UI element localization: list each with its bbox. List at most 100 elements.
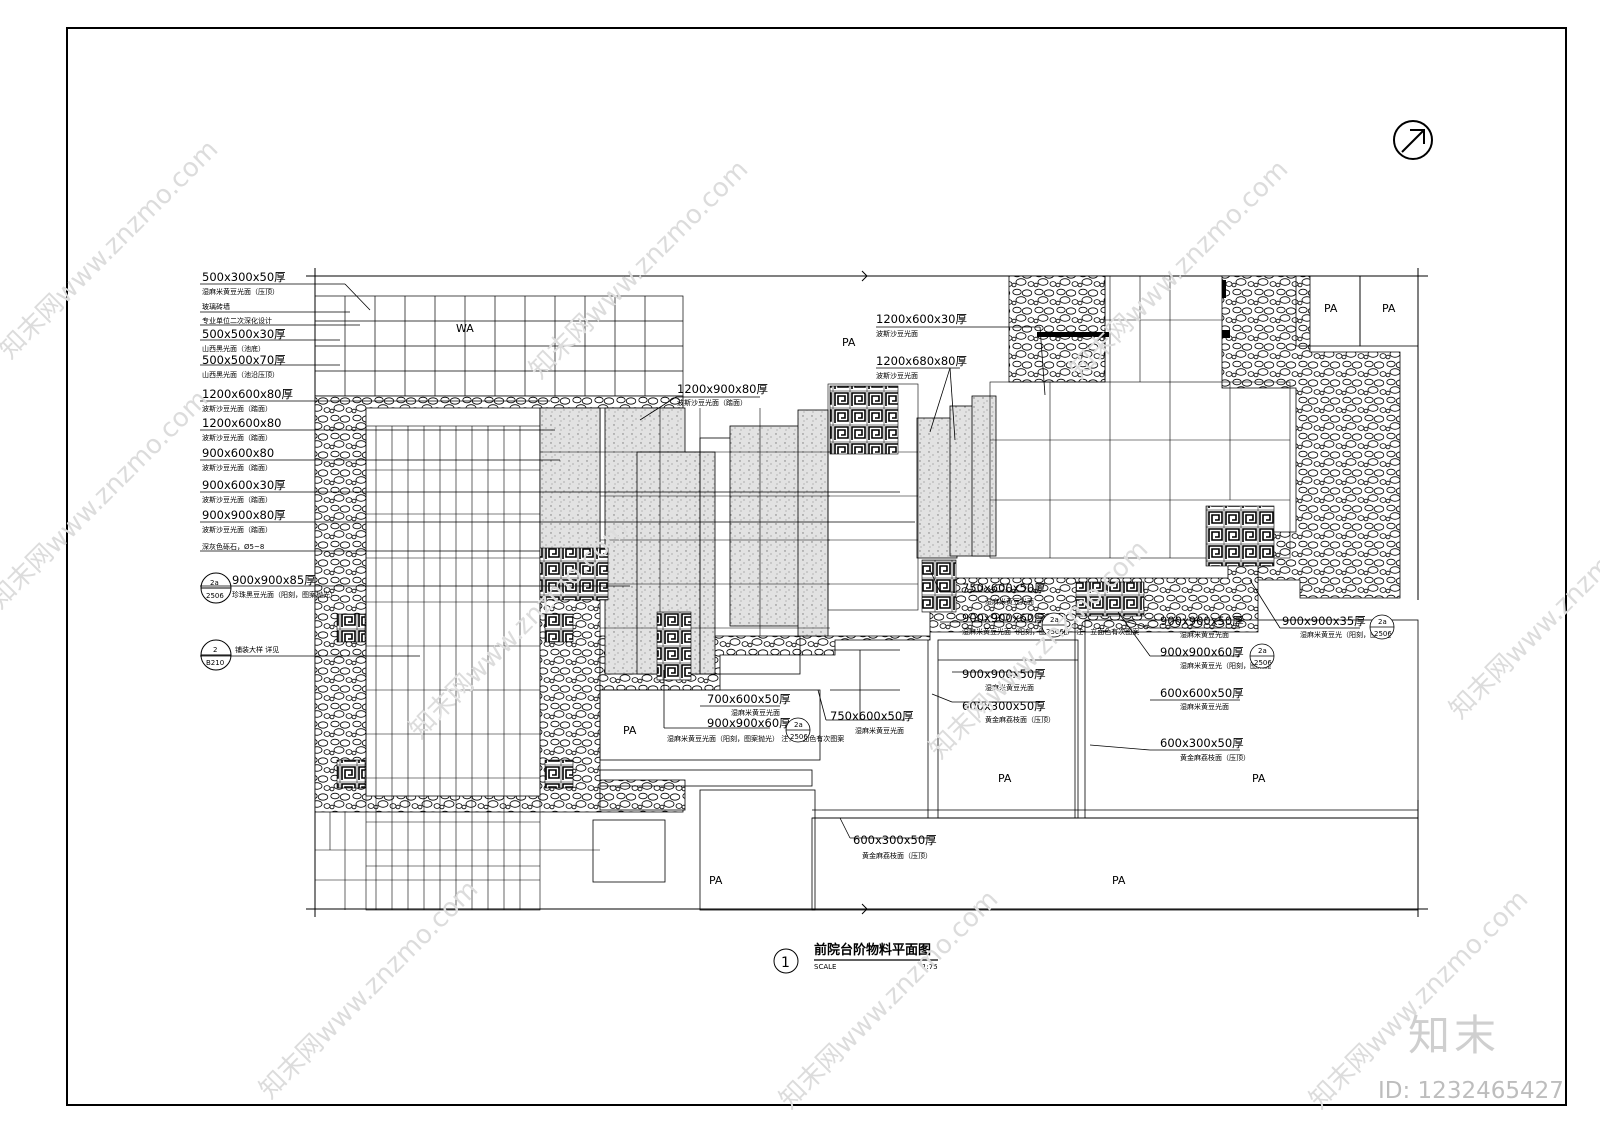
ref-note: 铺装大样 详见 <box>235 645 279 654</box>
callout-ref-text: 2a 2506 2a 2506 2a 2506 2a 2506 <box>790 616 1392 741</box>
label-main: 1200x600x80 <box>202 416 281 430</box>
callout-main: 600x600x50厚 <box>1160 686 1244 700</box>
brand-watermark: 知末 <box>1408 1011 1501 1060</box>
label-main: 1200x600x80厚 <box>202 387 293 401</box>
pa-label: PA <box>998 772 1012 785</box>
callout-main: 1200x900x80厚 <box>677 382 768 396</box>
ref-top: 2a <box>1378 618 1387 626</box>
pa-label: PA <box>1252 772 1266 785</box>
callout-sub: 湿麻米黄豆光面 <box>1180 702 1229 711</box>
watermark-text: 知末网www.znzmo.com <box>1444 494 1600 725</box>
label-sub: 湿麻米黄豆光面（压顶） <box>202 287 279 296</box>
steel-edges <box>1037 280 1230 338</box>
callout-sub: 湿麻米黄豆光面 <box>855 726 904 735</box>
drawing-title: 前院台阶物料平面图 <box>814 942 931 958</box>
callout-sub: 湿麻米黄豆光面 <box>985 597 1034 606</box>
ref-top: 2a <box>1050 616 1059 624</box>
drawing-title-block: 1 前院台阶物料平面图 SCALE 1:75 <box>773 942 938 974</box>
watermark-text: 知末网www.znzmo.com <box>0 384 214 615</box>
pa-label: PA <box>1382 302 1396 315</box>
label-main: 900x900x85厚 <box>232 573 316 587</box>
label-sub: 深灰色砾石，Ø5~8 <box>202 542 264 551</box>
detail-ref-b210: 2 B210 铺装大样 详见 <box>200 639 279 671</box>
pa-label: PA <box>1112 874 1126 887</box>
north-arrow-icon <box>1393 120 1433 160</box>
callout-main: 900x900x35厚 <box>1282 614 1366 628</box>
watermark-text: 知末网www.znzmo.com <box>524 154 755 385</box>
pa-labels: PA PA PA PA PA PA PA PA <box>623 302 1396 887</box>
label-main: 500x500x30厚 <box>202 327 286 341</box>
callout-ref-bubbles <box>785 612 1395 743</box>
callout-sub: 湿麻米黄豆光（阳刻，图案抛 <box>1180 661 1271 670</box>
ref-top: 2a <box>210 579 219 587</box>
label-sub: 波斯沙豆光面（踏面） <box>202 525 272 534</box>
label-sub: 山西黑光面（池沿压顶） <box>202 370 279 379</box>
callout-sub: 湿麻米黄豆光面 <box>1180 630 1229 639</box>
left-label-text: 500x300x50厚 湿麻米黄豆光面（压顶） 玻璃砖墙 专业单位二次深化设计 … <box>202 270 337 599</box>
ref-top: 2a <box>1258 647 1267 655</box>
watermark-text: 知末网www.znzmo.com <box>0 134 224 365</box>
callout-sub: 湿麻米黄豆光（阳刻，图案抛 <box>1300 630 1391 639</box>
detail-ref-2a: 2a 2506 <box>200 572 232 604</box>
ref-bottom: 2506 <box>790 733 808 741</box>
ref-bottom: 2506 <box>1254 659 1272 667</box>
label-sub: 波斯沙豆光面（踏面） <box>202 404 272 413</box>
callout-sub: 黄金麻荔枝面（压顶） <box>862 851 932 860</box>
callout-main: 900x900x50厚 <box>1160 614 1244 628</box>
scale-value: 1:75 <box>922 963 938 971</box>
pa-label: PA <box>1324 302 1338 315</box>
ref-top: 2a <box>794 721 803 729</box>
title-number: 1 <box>781 955 790 971</box>
pa-label: PA <box>623 724 637 737</box>
callout-main: 600x300x50厚 <box>853 833 937 847</box>
watermark-text: 知末网www.znzmo.com <box>774 884 1005 1115</box>
pool-grid <box>314 425 600 911</box>
label-main: 500x500x70厚 <box>202 353 286 367</box>
label-main: 900x900x80厚 <box>202 508 286 522</box>
callout-sub: 波斯沙豆光面（踏面） <box>677 398 747 407</box>
callout-main: 1200x600x30厚 <box>876 312 967 326</box>
callout-main: 750x600x50厚 <box>830 709 914 723</box>
label-sub: 波斯沙豆光面（踏面） <box>202 495 272 504</box>
callout-sub: 黄金麻荔枝面（压顶） <box>985 715 1055 724</box>
callout-main: 900x900x60厚 <box>962 611 1046 625</box>
glass-brick-wall <box>314 295 684 397</box>
label-sub: 波斯沙豆光面（踏面） <box>202 463 272 472</box>
wa-label: WA <box>456 322 474 335</box>
ref-bottom: 2506 <box>1046 628 1064 636</box>
scale-label: SCALE <box>814 963 836 971</box>
label-main: 900x600x30厚 <box>202 478 286 492</box>
callout-text: 1200x900x80厚 波斯沙豆光面（踏面） 1200x600x30厚 波斯沙… <box>667 312 1391 860</box>
label-sub: 专业单位二次深化设计 <box>202 316 272 325</box>
left-labels <box>200 283 915 657</box>
callout-sub: 湿麻米黄豆光面 <box>985 683 1034 692</box>
watermark-text: 知末网www.znzmo.com <box>924 534 1155 765</box>
label-sub: 山西黑光面（池底） <box>202 344 265 353</box>
callout-main: 600x300x50厚 <box>962 699 1046 713</box>
label-sub: 玻璃砖墙 <box>202 302 230 311</box>
callout-main: 750x600x50厚 <box>962 581 1046 595</box>
lower-paving <box>592 275 1419 911</box>
sheet-border <box>66 27 1567 1106</box>
callout-sub: 黄金麻荔枝面（压顶） <box>1180 753 1250 762</box>
callout-main: 900x900x60厚 <box>1160 645 1244 659</box>
fret-tiles <box>336 385 1275 789</box>
callout-main: 600x300x50厚 <box>1160 736 1244 750</box>
label-main: 900x600x80 <box>202 446 274 460</box>
callout-main: 700x600x50厚 <box>707 692 791 706</box>
label-sub: 珍珠黑豆光面（阳刻，图案抛光） <box>232 590 337 599</box>
callout-main: 900x900x50厚 <box>962 667 1046 681</box>
pa-label: PA <box>842 336 856 349</box>
callout-sub: 波斯沙豆光面 <box>876 329 918 338</box>
label-main: 500x300x50厚 <box>202 270 286 284</box>
callout-main: 900x900x60厚 <box>707 716 791 730</box>
ref-bottom: B210 <box>206 659 224 667</box>
ref-bottom: 2506 <box>1374 630 1392 638</box>
step-treads <box>539 395 997 675</box>
ref-top: 2 <box>213 646 217 654</box>
ref-bottom: 2506 <box>206 592 224 600</box>
callout-sub: 湿麻米黄豆光面 <box>731 708 780 717</box>
callout-sub: 波斯沙豆光面 <box>876 371 918 380</box>
label-sub: 波斯沙豆光面（踏面） <box>202 433 272 442</box>
